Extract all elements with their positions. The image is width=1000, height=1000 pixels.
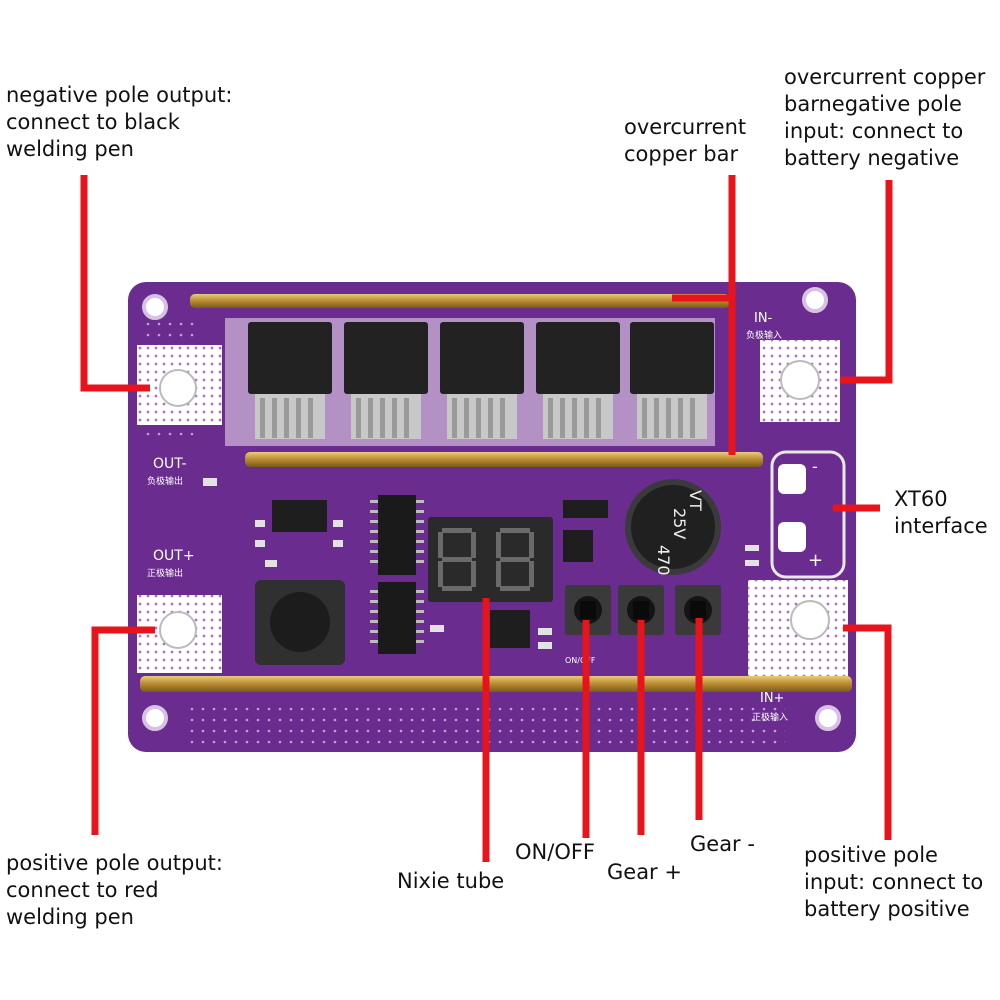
ic-chip-3 <box>490 610 530 648</box>
silk-on-off: ON/OFF <box>565 656 596 665</box>
capacitor-label-3: VT <box>686 490 705 511</box>
xt60-plus-label: + <box>808 550 823 571</box>
button-on-off <box>565 585 611 635</box>
mosfet-2 <box>344 322 428 439</box>
seven-segment-display <box>428 517 553 602</box>
leader-neg-out <box>80 175 150 392</box>
copper-bar-middle <box>245 452 763 467</box>
callout-positive-pole-input: positive pole input: connect to battery … <box>804 843 984 921</box>
callout-positive-pole-output: positive pole output: connect to red wel… <box>6 851 223 929</box>
callout-nixie-tube: Nixie tube <box>397 869 505 893</box>
mosfet-4 <box>536 322 620 439</box>
mount-hole-br <box>815 705 841 731</box>
button-gear-minus <box>675 585 721 635</box>
silk-in-minus-cn: 负极输入 <box>746 329 782 341</box>
mosfet-1 <box>248 322 332 439</box>
callout-negative-pole-output: negative pole output: connect to black w… <box>6 83 233 161</box>
mount-hole-tr <box>802 287 828 313</box>
callout-gear-plus: Gear + <box>607 860 682 884</box>
callout-xt60-interface: XT60 interface <box>894 487 988 538</box>
digit-1 <box>438 528 476 591</box>
mount-hole-tl <box>142 294 168 320</box>
callout-gear-minus: Gear - <box>690 832 755 856</box>
button-gear-plus <box>618 585 664 635</box>
leader-pos-out <box>91 626 155 835</box>
digit-2 <box>496 528 534 591</box>
callout-on-off: ON/OFF <box>515 840 596 864</box>
ic-chip-small <box>272 500 327 532</box>
ic-chip-1 <box>378 495 416 575</box>
capacitor-label-1: 470 <box>654 545 673 576</box>
mosfet-row <box>248 322 714 439</box>
silk-out-plus: OUT+ <box>153 548 195 564</box>
mount-hole-bl <box>142 705 168 731</box>
callout-negative-pole-input: overcurrent copper barnegative pole inpu… <box>784 65 986 170</box>
capacitor-label-2: 25V <box>670 508 689 539</box>
silk-out-minus: OUT- <box>153 456 187 472</box>
xt60-minus-label: - <box>812 457 818 476</box>
leader-pos-in <box>843 624 892 840</box>
ic-chip-2 <box>378 582 416 654</box>
silk-in-minus: IN- <box>754 311 773 326</box>
mosfet-5 <box>630 322 714 439</box>
mosfet-small <box>563 530 593 562</box>
copper-bar-top <box>190 294 730 308</box>
copper-bar-bottom <box>140 676 852 692</box>
silk-out-plus-cn: 正极输出 <box>147 567 183 579</box>
mosfet-3 <box>440 322 524 439</box>
leader-neg-in <box>840 180 893 384</box>
callout-overcurrent-copper-bar: overcurrent copper bar <box>624 115 747 166</box>
silk-in-plus: IN+ <box>760 691 784 706</box>
silk-out-minus-cn: 负极输出 <box>147 475 183 487</box>
electrolytic-capacitor: 470 25V VT <box>625 479 721 576</box>
xt60-connector <box>770 450 846 579</box>
silk-in-plus-cn: 正极输入 <box>752 711 788 723</box>
